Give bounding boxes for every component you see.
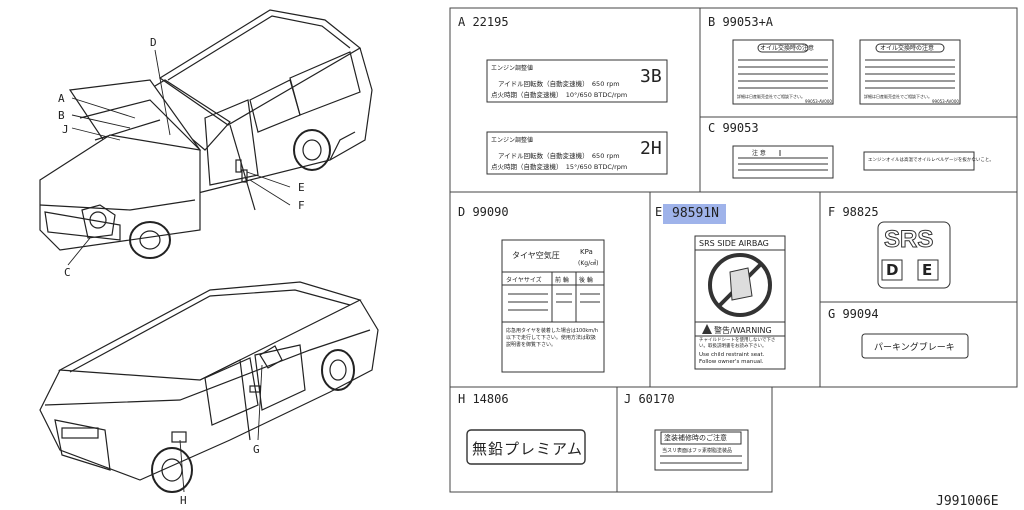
oil-label-left-note: 詳細は日産販売会社でご相談下さい。	[737, 94, 805, 99]
srs-e: E	[922, 261, 933, 279]
panel-h-code: H 14806	[458, 392, 509, 406]
parking-brake-label	[861, 333, 969, 359]
srs-emblem-label	[877, 221, 951, 289]
caution-label-c	[732, 145, 834, 179]
parking-brake-text: パーキングブレーキ	[874, 343, 955, 353]
label-22195-3b	[486, 59, 668, 103]
tire-unit1: KPa	[580, 248, 593, 256]
callout-c: C	[64, 266, 71, 279]
label-2h-title: エンジン調整値	[491, 137, 534, 144]
callout-b: B	[58, 109, 65, 122]
part-number-highlight	[663, 204, 726, 224]
car-front-illustration	[39, 9, 373, 259]
oil-label-left-title: オイル交換時の注意	[760, 45, 815, 52]
label-3b-mark: 3B	[640, 66, 662, 87]
label-3b-title: エンジン調整値	[491, 65, 534, 72]
label-2h-line1: アイドル回転数（自動変速機） 650 rpm	[498, 152, 620, 160]
label-3b-line2: 点火時期（自動変速機） 10°/650 BTDC/rpm	[491, 91, 628, 99]
tire-pressure-label	[501, 239, 605, 373]
oil-gauge-label-c	[863, 151, 975, 171]
panel-b-code: B 99053+A	[708, 15, 774, 29]
panel-e-code: 98591N	[672, 206, 719, 221]
tire-note: 応急用タイヤを装着した場合は100km/h以下で走行して下さい。使用方法は取扱説…	[506, 328, 599, 348]
callout-j: J	[62, 123, 69, 136]
oil-label-right-title: オイル交換時の注意	[880, 45, 935, 52]
paint-repair-text: 当スリ表面はフッ素樹脂塗装品	[662, 448, 733, 454]
oil-label-right	[859, 39, 961, 105]
srs-text: SRS	[883, 226, 934, 254]
oil-label-left	[732, 39, 834, 105]
panel-e-letter: E	[655, 205, 663, 219]
panel-j-code: J 60170	[624, 392, 675, 406]
airbag-warning: 警告/WARNING	[714, 326, 772, 335]
callout-e: E	[298, 181, 305, 194]
panel-a-code: A 22195	[458, 15, 509, 29]
callout-lines-front	[67, 49, 291, 266]
label-3b-line1: アイドル回転数（自動変速機） 650 rpm	[498, 80, 620, 88]
callout-f: F	[298, 199, 305, 212]
diagram-id: J991006E	[936, 494, 999, 509]
unleaded-premium-label	[466, 429, 586, 465]
airbag-heading: SRS SIDE AIRBAG	[699, 239, 769, 248]
oil-label-left-code: 99053-AV000	[805, 99, 832, 104]
panel-g-code: G 99094	[828, 307, 879, 321]
car-rear-illustration	[39, 281, 379, 493]
label-22195-2h	[486, 131, 668, 175]
airbag-en2: Follow owner's manual.	[699, 359, 764, 365]
unleaded-premium-text: 無鉛プレミアム	[472, 440, 583, 458]
oil-gauge-c-text: エンジンオイルは高温でオイルレベルゲージを抜かないこと。	[868, 158, 994, 163]
callout-h: H	[180, 494, 187, 507]
tire-title: タイヤ空気圧	[512, 251, 560, 260]
airbag-jp-text: チャイルドシートを使用しないで下さい。取扱説明書をお読み下さい。	[699, 338, 776, 349]
srs-side-airbag-label	[694, 235, 786, 370]
panel-d-code: D 99090	[458, 205, 509, 219]
tire-col1: タイヤサイズ	[506, 277, 542, 284]
paint-repair-label	[654, 429, 749, 471]
airbag-en1: Use child restraint seat.	[699, 352, 765, 358]
callout-d: D	[150, 36, 157, 49]
label-2h-line2: 点火時期（自動変速機） 15°/650 BTDC/rpm	[491, 163, 628, 171]
srs-d: D	[886, 261, 899, 279]
paint-repair-title: 塗装補修時のご注意	[664, 434, 727, 442]
callout-g: G	[253, 443, 260, 456]
callout-a: A	[58, 92, 65, 105]
oil-label-right-note: 詳細は日産販売会社でご相談下さい。	[864, 94, 932, 99]
tire-col3: 後 輪	[579, 277, 593, 284]
panel-f-code: F 98825	[828, 205, 879, 219]
tire-unit2: (Kg/㎠)	[578, 260, 599, 267]
caution-c-heading: 注 意	[752, 150, 766, 157]
label-panel-grid	[449, 7, 1018, 493]
oil-label-right-code: 99053-AV000	[932, 99, 959, 104]
panel-c-code: C 99053	[708, 121, 759, 135]
tire-col2: 前 輪	[555, 277, 569, 284]
callout-lines-rear	[179, 364, 263, 493]
label-2h-mark: 2H	[640, 138, 662, 159]
